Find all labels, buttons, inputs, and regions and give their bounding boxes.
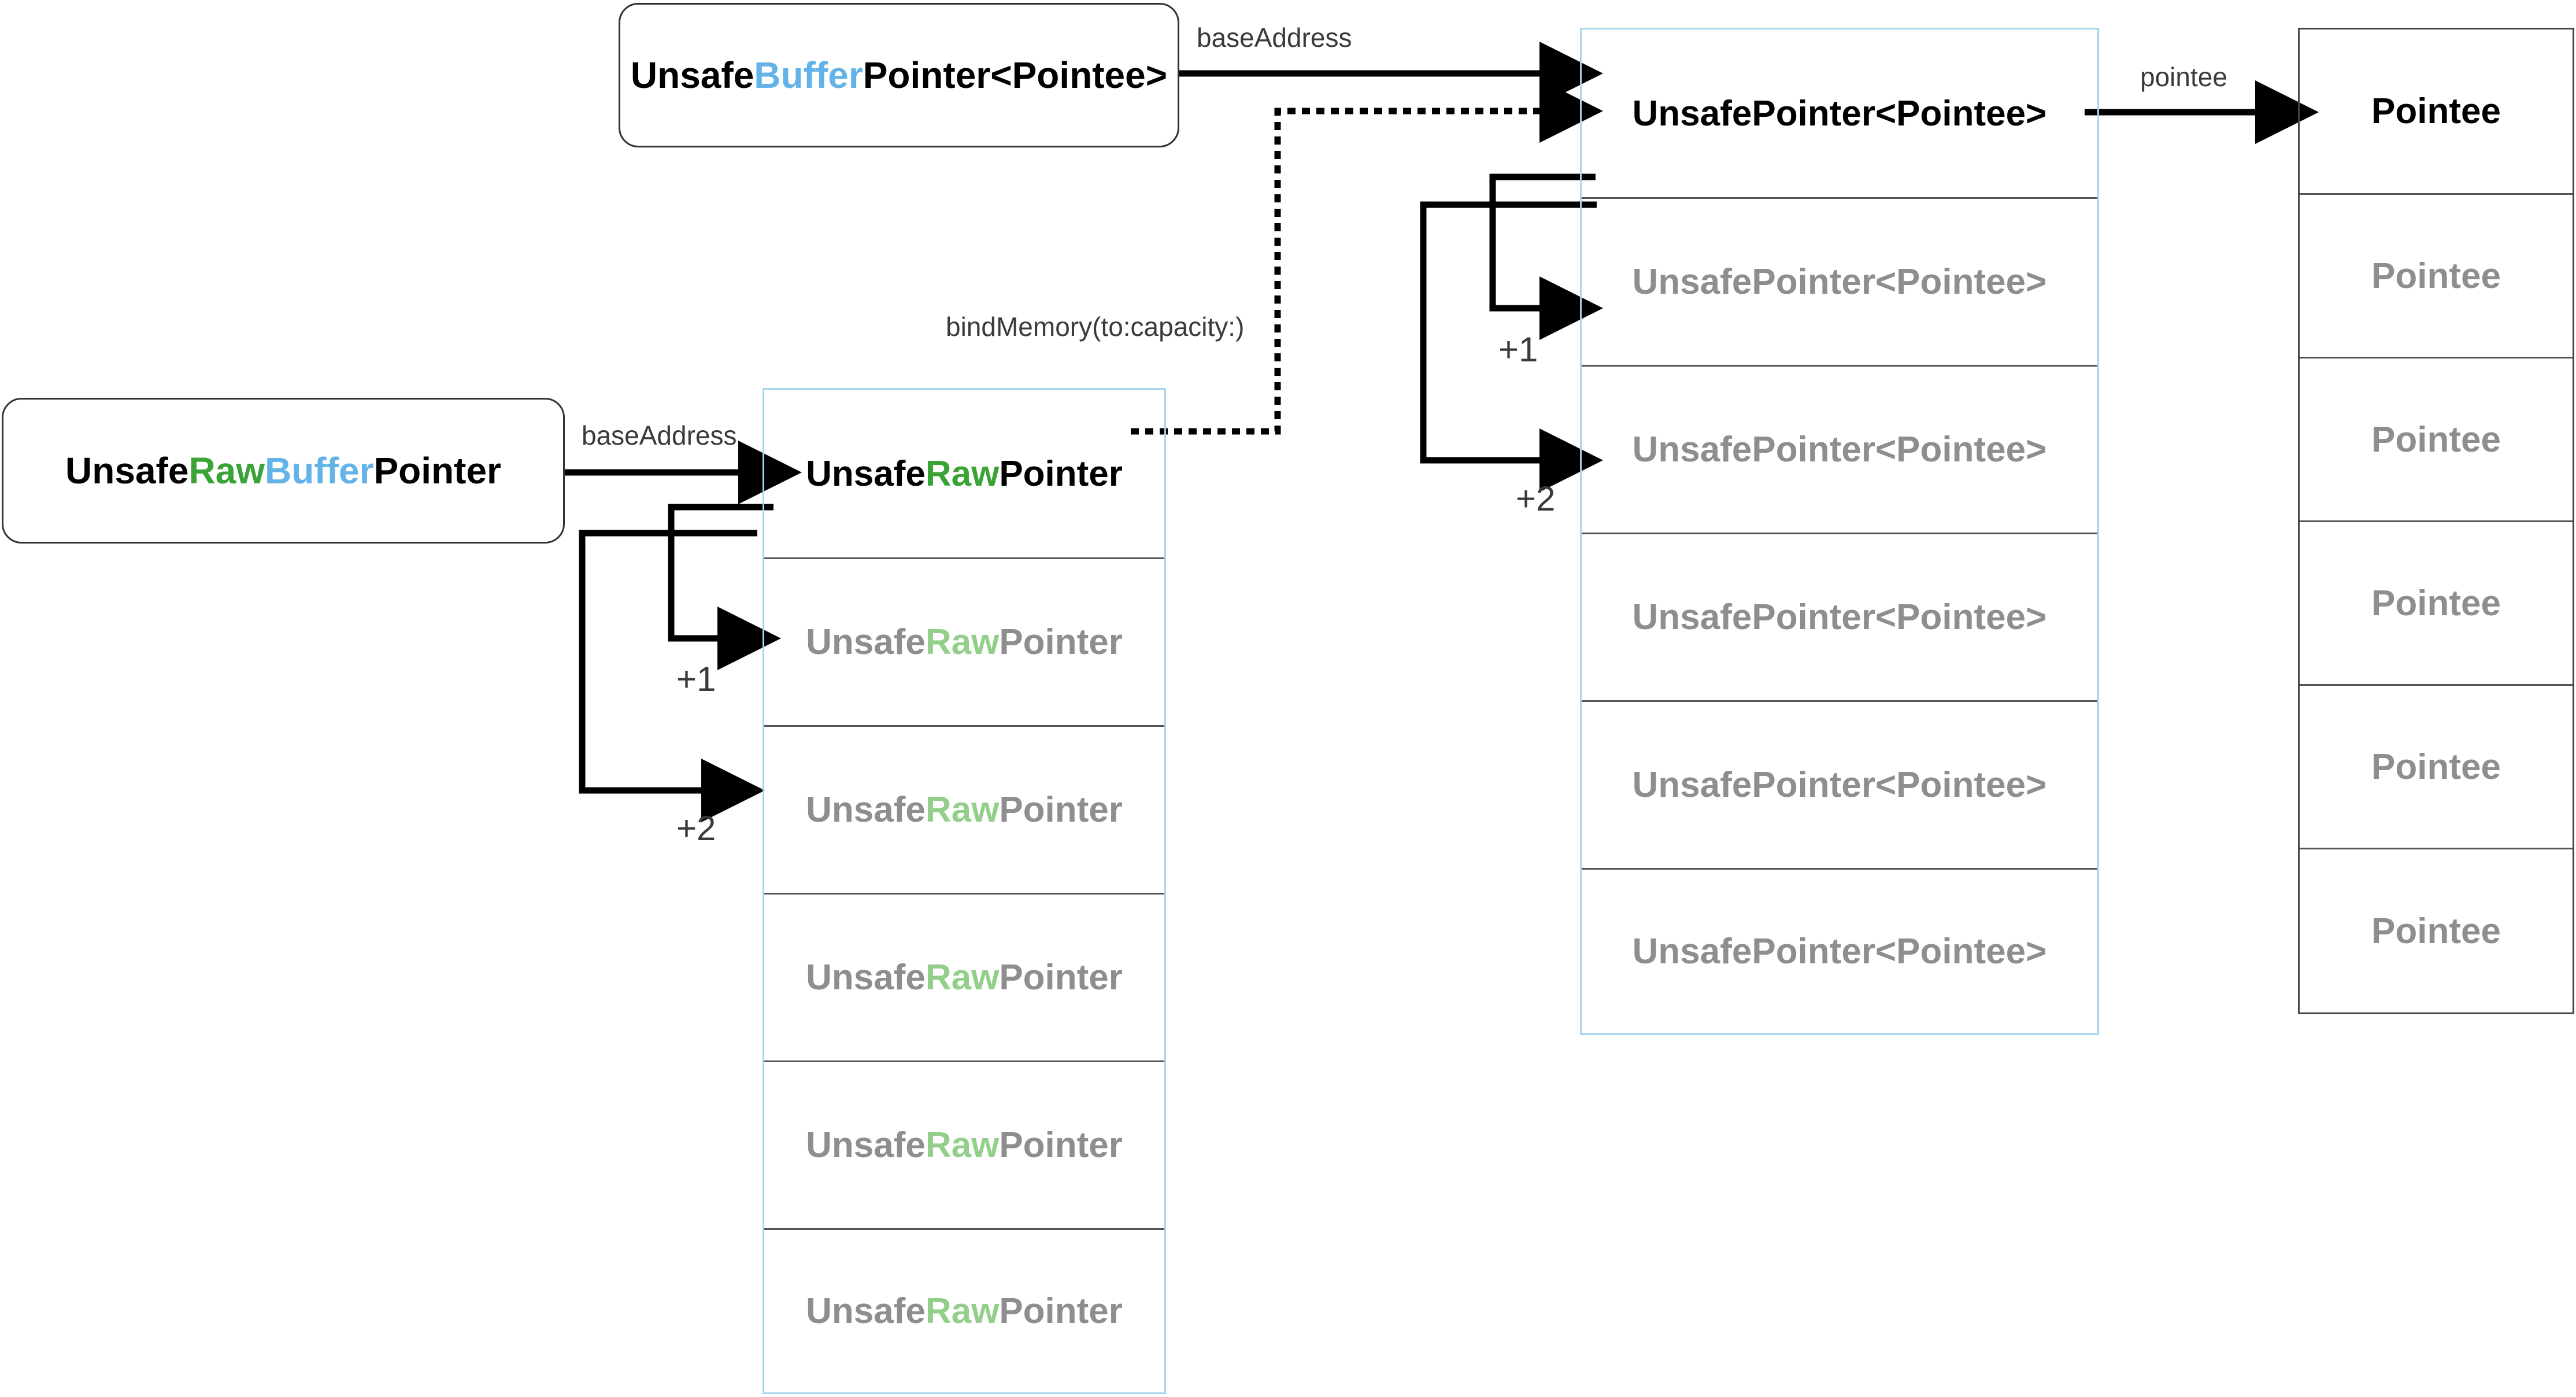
typed-pointer-cell: UnsafePointer<Pointee> [1582, 197, 2097, 365]
raw-buffer-pointer-prefix: Unsafe [65, 450, 189, 491]
buffer-pointer-suffix: Pointer<Pointee> [863, 54, 1168, 96]
typed-pointer-cell: UnsafePointer<Pointee> [1582, 533, 2097, 700]
base-address-label-top: baseAddress [1197, 23, 1352, 53]
pointee-cell: Pointee [2371, 91, 2501, 131]
pointee-cell: Pointee [2300, 357, 2573, 520]
raw-pointer-suffix: Pointer [999, 790, 1123, 830]
raw-pointer-suffix: Pointer [999, 1125, 1123, 1165]
pointee-cell: Pointee [2300, 193, 2573, 357]
pointee-label: pointee [2140, 62, 2227, 92]
pointee-column: Pointee Pointee Pointee Pointee Pointee … [2298, 28, 2574, 1014]
raw-pointer-raw: Raw [925, 1125, 1000, 1165]
raw-pointer-prefix: Unsafe [806, 622, 926, 662]
raw-pointer-suffix: Pointer [999, 958, 1123, 997]
raw-pointer-prefix: Unsafe [806, 1125, 926, 1165]
typed-pointer-cell: UnsafePointer<Pointee> [1582, 700, 2097, 868]
raw-pointer-raw: Raw [925, 622, 1000, 662]
right-offset-bracket-one [1489, 173, 1603, 340]
raw-buffer-pointer-suffix: Pointer [373, 450, 501, 491]
raw-pointer-raw: Raw [925, 453, 1000, 494]
raw-pointer-prefix: Unsafe [806, 1291, 926, 1331]
right-plus-two-label: +2 [1516, 479, 1556, 518]
buffer-pointer-prefix: Unsafe [630, 54, 754, 96]
right-plus-one-label: +1 [1498, 330, 1538, 369]
raw-pointer-suffix: Pointer [999, 622, 1123, 662]
raw-pointer-raw: Raw [925, 958, 1000, 997]
raw-pointer-raw: Raw [925, 1291, 1000, 1331]
left-plus-two-label: +2 [676, 809, 716, 848]
right-offset-bracket-two [1420, 201, 1603, 492]
typed-pointer-cell: UnsafePointer<Pointee> [1632, 93, 2047, 134]
buffer-pointer-highlight: Buffer [754, 54, 863, 96]
left-offset-bracket-one [668, 504, 781, 670]
raw-pointer-suffix: Pointer [999, 1291, 1123, 1331]
pointee-cell: Pointee [2300, 684, 2573, 848]
base-address-label-left: baseAddress [582, 420, 737, 450]
raw-pointer-prefix: Unsafe [806, 958, 926, 997]
raw-buffer-pointer-buffer: Buffer [265, 450, 374, 491]
left-offset-bracket-two [579, 530, 765, 822]
raw-buffer-pointer-raw: Raw [188, 450, 265, 491]
pointee-cell: Pointee [2300, 848, 2573, 1012]
raw-pointer-raw: Raw [925, 790, 1000, 830]
left-plus-one-label: +1 [676, 660, 716, 698]
raw-pointer-suffix: Pointer [999, 453, 1123, 494]
raw-pointer-prefix: Unsafe [806, 453, 926, 494]
pointee-cell: Pointee [2300, 520, 2573, 684]
raw-pointer-prefix: Unsafe [806, 790, 926, 830]
typed-pointer-cell: UnsafePointer<Pointee> [1582, 868, 2097, 1033]
bind-memory-dotted-arrow [1131, 79, 1603, 435]
typed-pointer-cell: UnsafePointer<Pointee> [1582, 365, 2097, 533]
bind-memory-label: bindMemory(to:capacity:) [946, 312, 1245, 342]
typed-pointer-column: UnsafePointer<Pointee> UnsafePointer<Poi… [1580, 28, 2099, 1035]
